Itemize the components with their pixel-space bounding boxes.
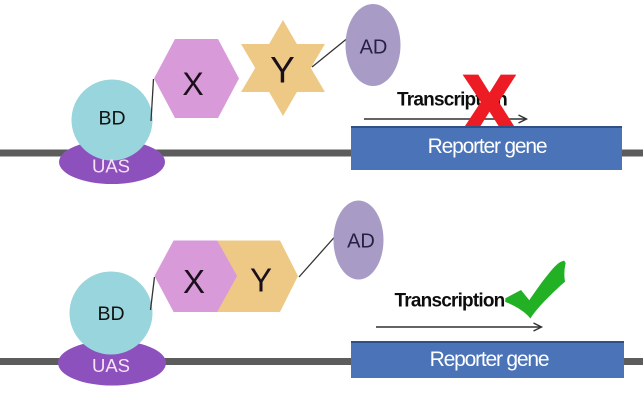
- svg-text:UAS: UAS: [92, 355, 130, 376]
- svg-text:Y: Y: [250, 262, 272, 299]
- svg-text:X: X: [182, 66, 203, 102]
- svg-text:Reporter gene: Reporter gene: [430, 348, 549, 371]
- svg-text:X: X: [183, 263, 205, 300]
- svg-text:BD: BD: [98, 108, 125, 130]
- svg-text:AD: AD: [360, 37, 388, 59]
- svg-text:Reporter gene: Reporter gene: [428, 135, 547, 158]
- svg-text:Y: Y: [270, 50, 295, 91]
- svg-text:Transcription: Transcription: [397, 90, 507, 111]
- svg-text:UAS: UAS: [92, 156, 130, 177]
- svg-text:Transcription: Transcription: [395, 291, 505, 312]
- svg-text:BD: BD: [97, 303, 124, 325]
- svg-text:AD: AD: [347, 231, 375, 253]
